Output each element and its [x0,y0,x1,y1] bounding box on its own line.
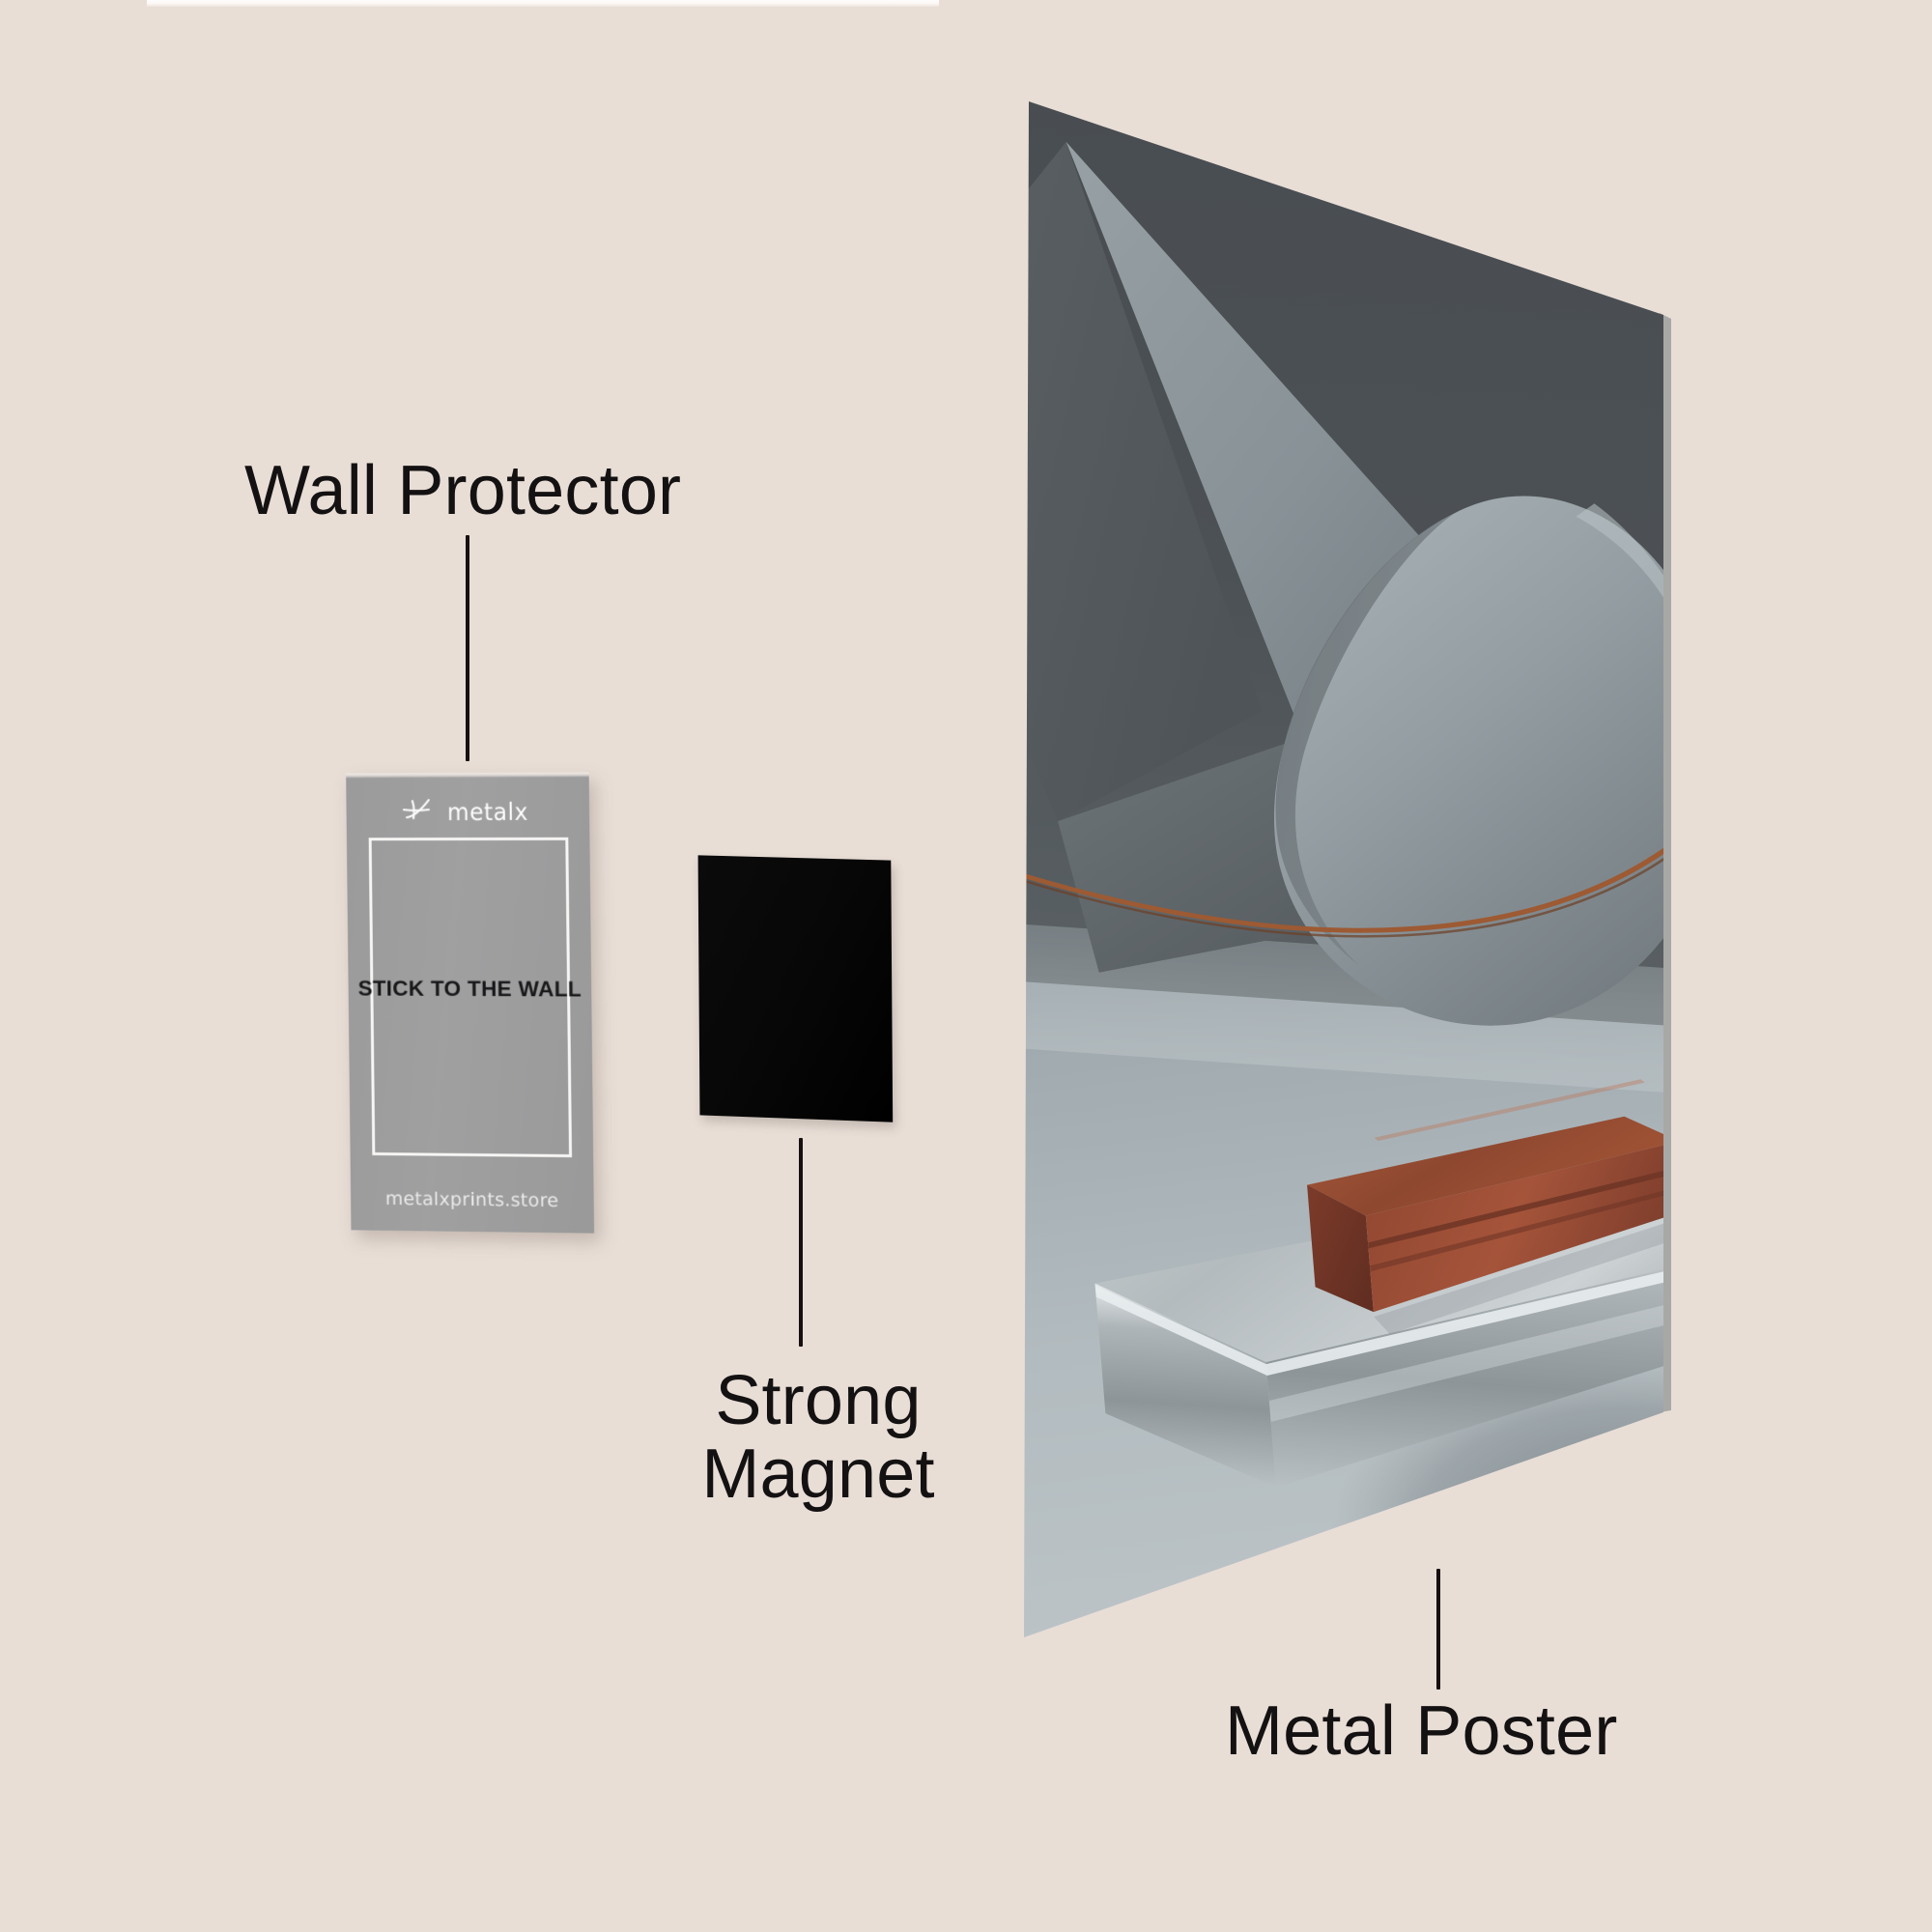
metal-poster-product[interactable] [1005,87,1681,1662]
callout-label-strong-magnet: Strong Magnet [701,1362,935,1514]
wall-protector-top-sheen [346,772,589,779]
leader-line-strong-magnet [799,1138,803,1347]
metalx-logo: metalx [346,795,589,829]
artwork-vector-scene [1024,101,1663,1637]
metalx-cross-mark-icon [403,797,436,827]
metalx-wordmark: metalx [447,797,529,826]
poster-face [1024,101,1663,1637]
leader-line-wall-protector [466,535,469,761]
callout-label-metal-poster: Metal Poster [1225,1692,1618,1770]
leader-line-metal-poster [1436,1569,1440,1690]
wall-protector-card[interactable]: metalx STICK TO THE WALL metalxprints.st… [346,772,595,1234]
top-edge-highlight [147,0,939,7]
strong-magnet-product[interactable] [697,855,894,1122]
wall-protector-headline: STICK TO THE WALL [357,976,582,1002]
callout-label-wall-protector: Wall Protector [244,452,682,529]
poster-artwork [1024,101,1663,1637]
wall-protector-store-url: metalxprints.store [384,1187,559,1212]
